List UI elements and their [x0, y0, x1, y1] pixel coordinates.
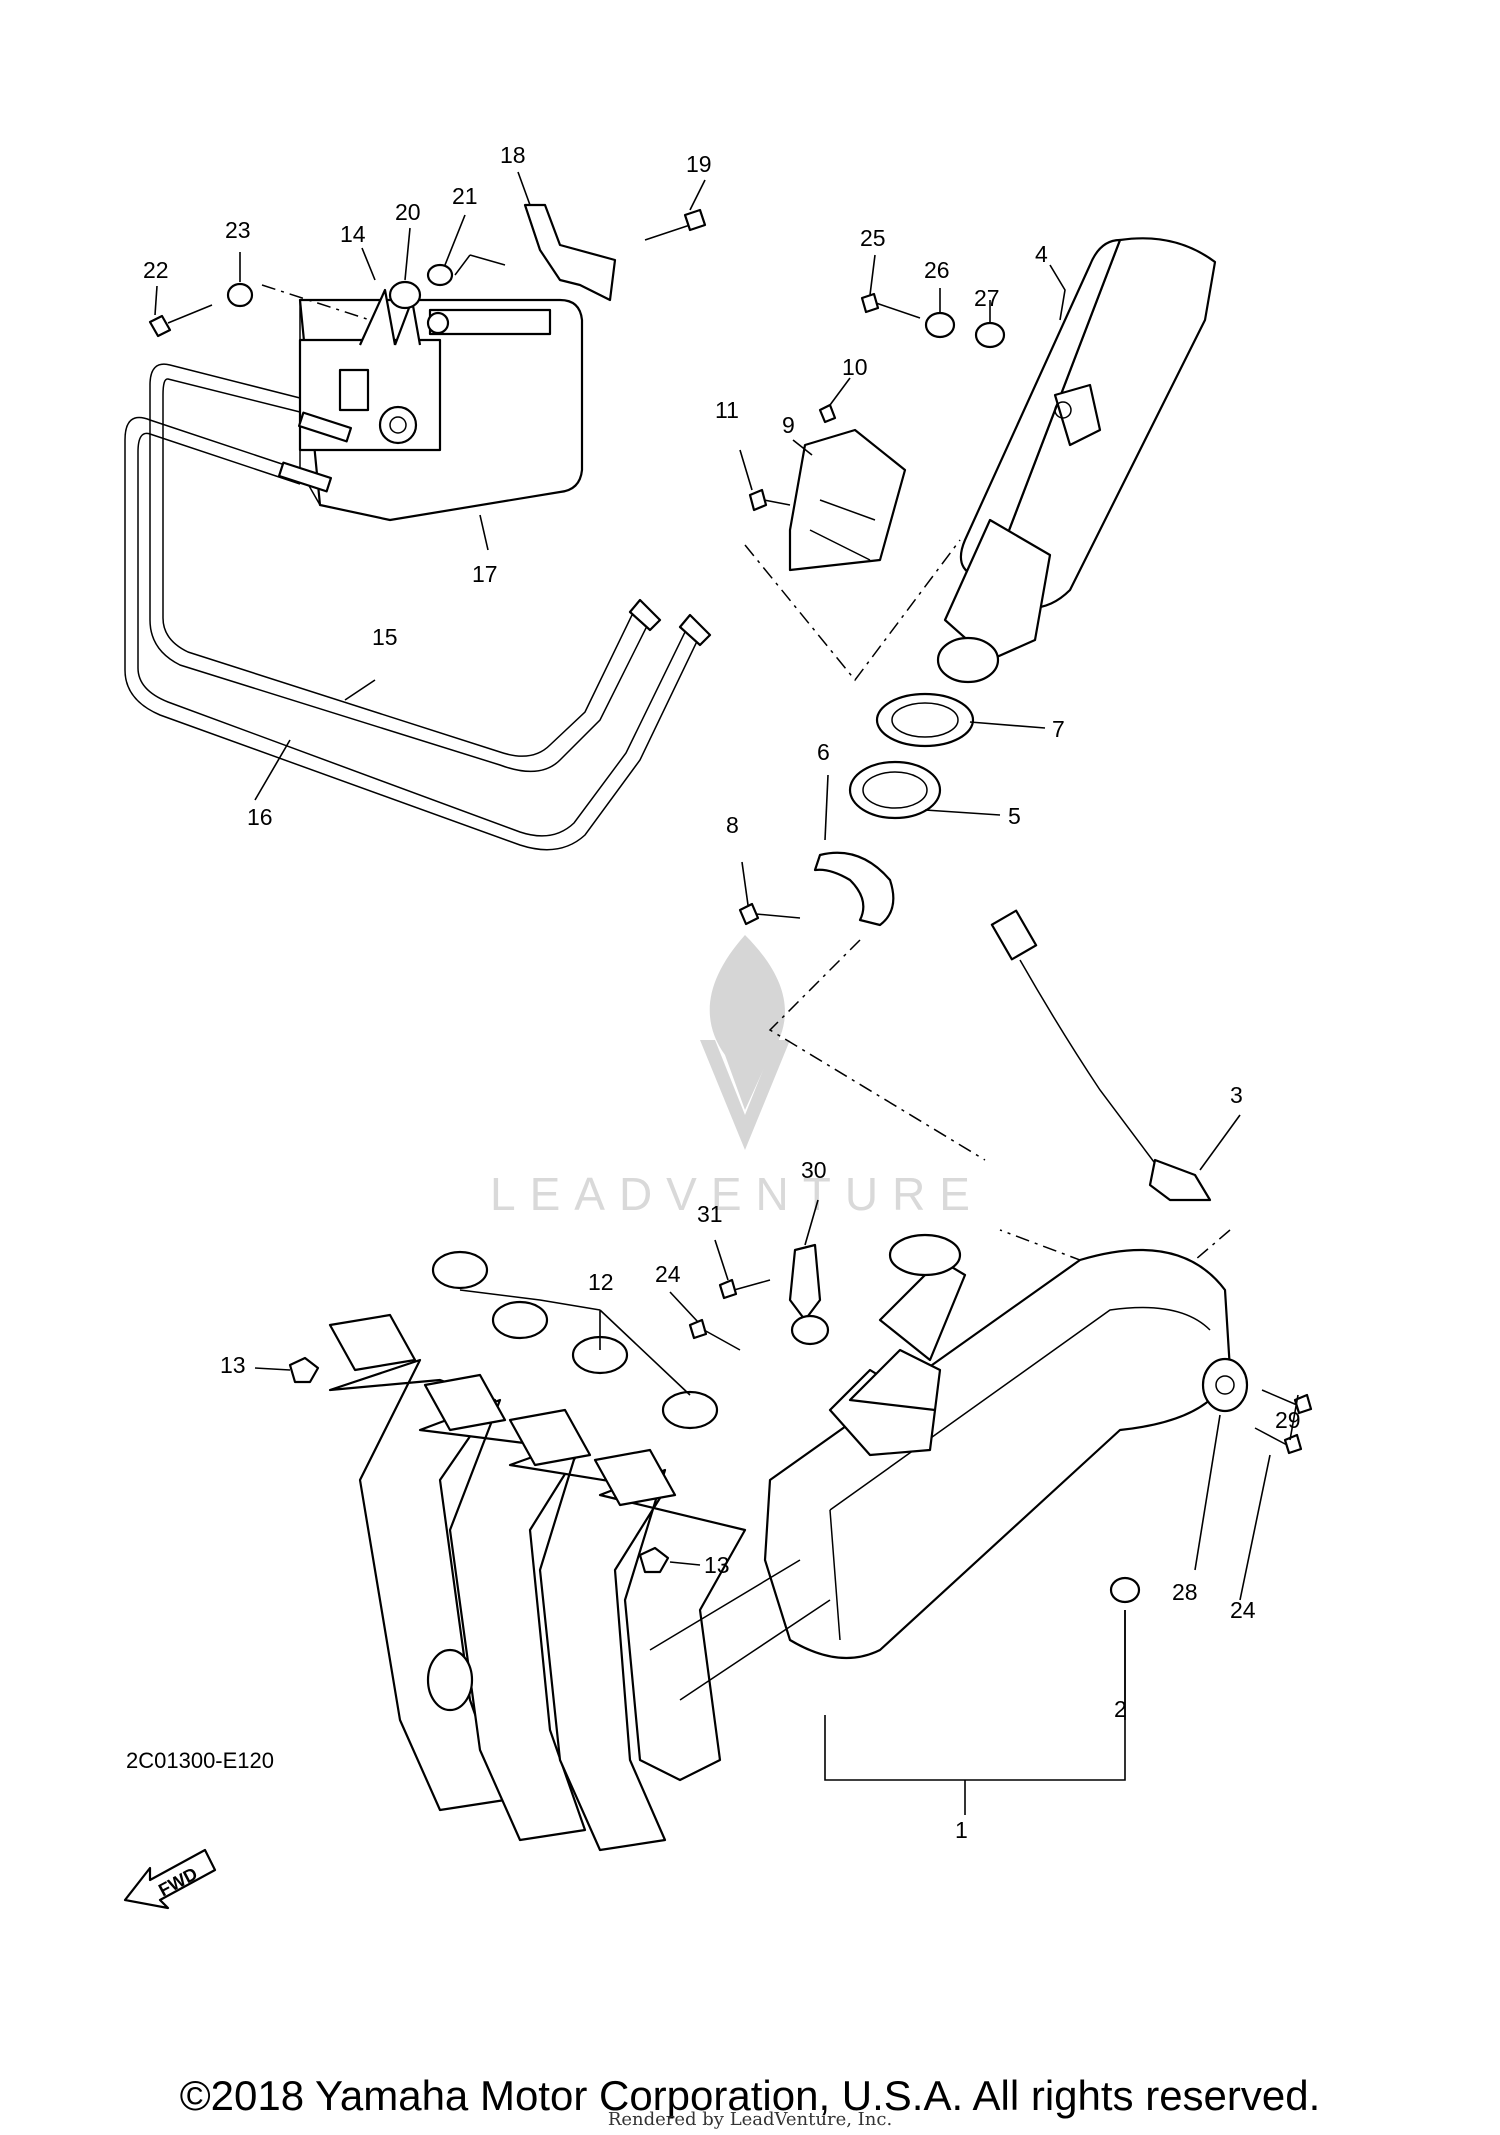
fwd-arrow-icon: FWD	[123, 1848, 217, 1910]
callout-19: 19	[686, 151, 712, 177]
callout-25: 25	[860, 225, 886, 251]
callout-26: 26	[924, 257, 950, 283]
callout-29: 29	[1275, 1407, 1301, 1433]
callout-20: 20	[395, 199, 421, 225]
bracket-18-bolt-19	[454, 203, 707, 302]
callout-9: 9	[782, 412, 795, 438]
gasket-and-clamps	[738, 692, 986, 1161]
guard-and-bolts	[744, 292, 1006, 682]
callout-13-left: 13	[220, 1352, 246, 1378]
callout-8: 8	[726, 812, 739, 838]
callout-30: 30	[801, 1157, 827, 1183]
callout-21: 21	[452, 183, 478, 209]
callout-3: 3	[1230, 1082, 1243, 1108]
callout-23: 23	[225, 217, 251, 243]
callout-4: 4	[1035, 241, 1048, 267]
callout-13-right: 13	[704, 1552, 730, 1578]
callout-18: 18	[500, 142, 526, 168]
callout-24-left: 24	[655, 1261, 681, 1287]
diagram-code: 2C01300-E120	[126, 1748, 275, 1773]
callout-11: 11	[715, 397, 739, 423]
callout-24-right: 24	[1230, 1597, 1256, 1623]
callout-16: 16	[247, 804, 273, 830]
callout-12: 12	[588, 1269, 614, 1295]
watermark-v-icon	[700, 1040, 790, 1150]
leadventure-watermark: LEADVENTURE	[490, 935, 984, 1220]
callout-17: 17	[472, 561, 498, 587]
watermark-brand-text: LEADVENTURE	[490, 1168, 984, 1220]
callout-1: 1	[955, 1817, 968, 1843]
callout-5: 5	[1008, 803, 1021, 829]
callout-2: 2	[1114, 1696, 1127, 1722]
callout-27: 27	[974, 285, 1000, 311]
muffler-4	[936, 237, 1217, 684]
exhaust-pipe-assembly-1	[288, 1233, 1313, 1852]
callout-7: 7	[1052, 716, 1065, 742]
leader-lines	[154, 171, 1299, 1720]
render-credit: Rendered by LeadVenture, Inc.	[607, 2109, 893, 2130]
o2-sensor-3	[990, 909, 1231, 1291]
callout-labels: 1 2 3 4 5 6 7 8 9 10 11 12 13 13 14 15 1…	[143, 142, 1301, 1843]
callout-15: 15	[372, 624, 398, 650]
servo-bracket-assembly	[298, 288, 584, 522]
callout-14: 14	[340, 221, 366, 247]
copyright-notice: ©2018 Yamaha Motor Corporation, U.S.A. A…	[179, 2072, 1321, 2119]
callout-28: 28	[1172, 1579, 1198, 1605]
callout-22: 22	[143, 257, 169, 283]
throttle-cables	[124, 363, 712, 851]
watermark-flame-icon	[709, 935, 785, 1110]
callout-6: 6	[817, 739, 830, 765]
fasteners-20-23	[148, 263, 454, 338]
callout-31: 31	[697, 1201, 723, 1227]
callout-10: 10	[842, 354, 868, 380]
